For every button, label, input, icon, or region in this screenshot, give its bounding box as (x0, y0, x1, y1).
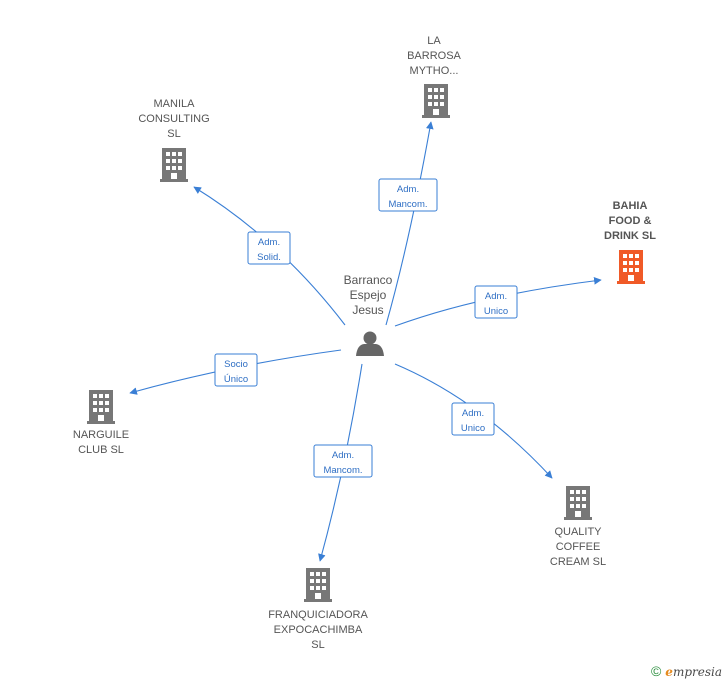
edge-bahia-food-drink: Adm. Unico (394, 277, 602, 327)
building-icon[interactable] (87, 390, 115, 424)
company-name-line[interactable]: BAHIA (613, 200, 648, 212)
company-name-line[interactable]: NARGUILE (73, 429, 129, 441)
company-name-line[interactable]: DRINK SL (604, 230, 656, 242)
nodes-layer: LA BARROSA MYTHO... MANILA CONSULTING SL BAHIA… (73, 35, 656, 651)
edge-quality-coffee-cream: Adm. Unico (394, 363, 553, 479)
building-icon[interactable] (564, 486, 592, 520)
edge-role-box[interactable] (214, 353, 258, 387)
brand-logo-text: mpresia (672, 665, 722, 679)
edge-role-label: Adm. (397, 184, 419, 195)
company-name-line[interactable]: BARROSA (407, 50, 461, 62)
edge-manila-consulting: Adm. Solid. (193, 186, 346, 326)
building-icon[interactable] (304, 568, 332, 602)
edge-role-label: Mancom. (388, 199, 427, 210)
edge-role-label: Único (224, 374, 248, 385)
building-icon[interactable] (422, 84, 450, 118)
company-name-line[interactable]: CLUB SL (78, 444, 124, 456)
company-node-la-barrosa[interactable]: LA BARROSA MYTHO... (407, 35, 462, 118)
copyright-icon: © (650, 663, 662, 679)
company-name-line[interactable]: FRANQUICIADORA (268, 609, 368, 621)
edge-role-label: Adm. (332, 450, 354, 461)
edge-role-box[interactable] (378, 178, 438, 212)
building-icon[interactable] (617, 250, 645, 284)
edge-role-label: Socio (224, 359, 248, 370)
edge-role-label: Unico (461, 423, 485, 434)
edge-role-box[interactable] (474, 285, 518, 319)
company-name-line[interactable]: MYTHO... (410, 65, 459, 77)
person-name-line[interactable]: Barranco (344, 273, 393, 287)
edge-role-box[interactable] (247, 231, 291, 265)
person-icon[interactable] (356, 331, 384, 357)
company-name-line[interactable]: MANILA (154, 98, 196, 110)
company-name-line[interactable]: LA (427, 35, 441, 47)
edge-la-barrosa: Adm. Mancom. (378, 121, 438, 326)
company-name-line[interactable]: EXPOCACHIMBA (274, 624, 363, 636)
company-name-line[interactable]: QUALITY (554, 526, 602, 538)
company-node-bahia-food-drink[interactable]: BAHIA FOOD & DRINK SL (604, 200, 656, 284)
footer-brand: ©empresia (651, 663, 722, 679)
edge-arrow (385, 121, 434, 326)
company-name-line[interactable]: SL (311, 639, 324, 651)
edge-role-label: Adm. (258, 237, 280, 248)
company-name-line[interactable]: COFFEE (556, 541, 601, 553)
company-node-manila-consulting[interactable]: MANILA CONSULTING SL (138, 98, 210, 182)
company-node-quality-coffee-cream[interactable]: QUALITY COFFEE CREAM SL (550, 486, 606, 568)
edge-role-box[interactable] (313, 444, 373, 478)
company-node-franquiciadora-expocachimba[interactable]: FRANQUICIADORA EXPOCACHIMBA SL (268, 568, 368, 651)
edge-role-label: Unico (484, 306, 508, 317)
company-name-line[interactable]: FOOD & (609, 215, 652, 227)
company-name-line[interactable]: CREAM SL (550, 556, 606, 568)
edge-role-label: Adm. (462, 408, 484, 419)
edge-franquiciadora-expocachimba: Adm. Mancom. (313, 363, 373, 562)
building-icon[interactable] (160, 148, 188, 182)
edge-role-label: Adm. (485, 291, 507, 302)
edge-role-label: Mancom. (323, 465, 362, 476)
edges-layer: Adm.Mancom.Adm.Solid.Adm.UnicoSocioÚnico… (129, 121, 602, 562)
person-name-line[interactable]: Jesus (352, 303, 383, 317)
edge-role-label: Solid. (257, 252, 281, 263)
brand-logo-e: e (665, 665, 673, 679)
person-name-line[interactable]: Espejo (350, 288, 387, 302)
company-name-line[interactable]: CONSULTING (138, 113, 209, 125)
company-name-line[interactable]: SL (167, 128, 180, 140)
edge-role-box[interactable] (451, 402, 495, 436)
company-node-narguile-club[interactable]: NARGUILE CLUB SL (73, 390, 129, 456)
